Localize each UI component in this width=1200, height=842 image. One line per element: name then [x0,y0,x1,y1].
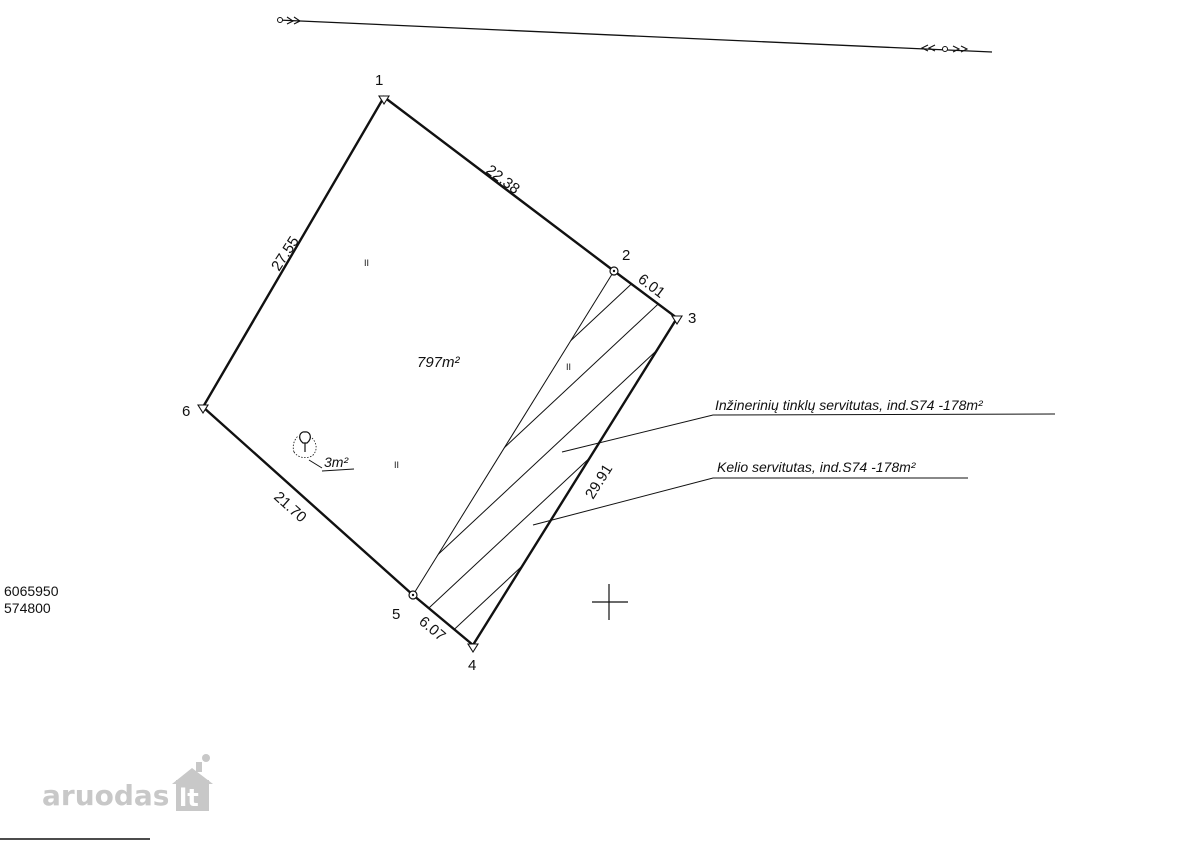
coordinate-x: 6065950 [4,583,59,599]
servitude-engineering-label: Inžinerinių tinklų servitutas, ind.S74 -… [715,397,984,413]
point-4-marker [467,643,479,654]
coordinate-cross [592,584,628,620]
zone-mark: II [566,362,571,372]
tree-area-leader [308,459,323,469]
tree-area-underline [321,468,355,472]
point-6-marker [197,404,209,415]
point-2-label: 2 [622,247,630,264]
coordinate-y: 574800 [4,600,51,616]
dimension-5-6: 21.70 [270,488,309,526]
point-6-label: 6 [182,403,190,420]
parcel-area-label: 797m² [417,354,461,371]
point-3-marker [671,315,683,326]
servitude-engineering-leader [561,413,1056,453]
zone-mark: II [394,460,399,470]
tree-area-label: 3m² [324,454,349,470]
reference-line [277,16,993,53]
dimension-6-1: 27.55 [268,233,303,274]
servitude-road-leader [532,477,968,526]
servitude-inner-edge [412,270,615,596]
dimension-4-5: 6.07 [415,613,448,645]
parcel-boundary [201,95,679,647]
point-3-label: 3 [688,310,696,327]
watermark-text: aruodas [42,779,169,812]
tree-icon [292,431,317,459]
point-1-marker [378,95,390,106]
watermark-house-icon [176,780,209,811]
servitude-hatching [413,271,677,645]
point-4-label: 4 [468,657,476,674]
point-1-label: 1 [375,72,383,89]
dimension-3-4: 29.91 [582,461,616,502]
servitude-road-label: Kelio servitutas, ind.S74 -178m² [717,459,917,475]
dimension-2-3: 6.01 [635,271,669,302]
point-5-label: 5 [392,606,400,623]
dimension-1-2: 22.38 [483,162,523,198]
watermark-suffix: lt [179,784,199,812]
watermark: aruodas lt [42,754,213,812]
zone-mark: II [364,258,369,268]
